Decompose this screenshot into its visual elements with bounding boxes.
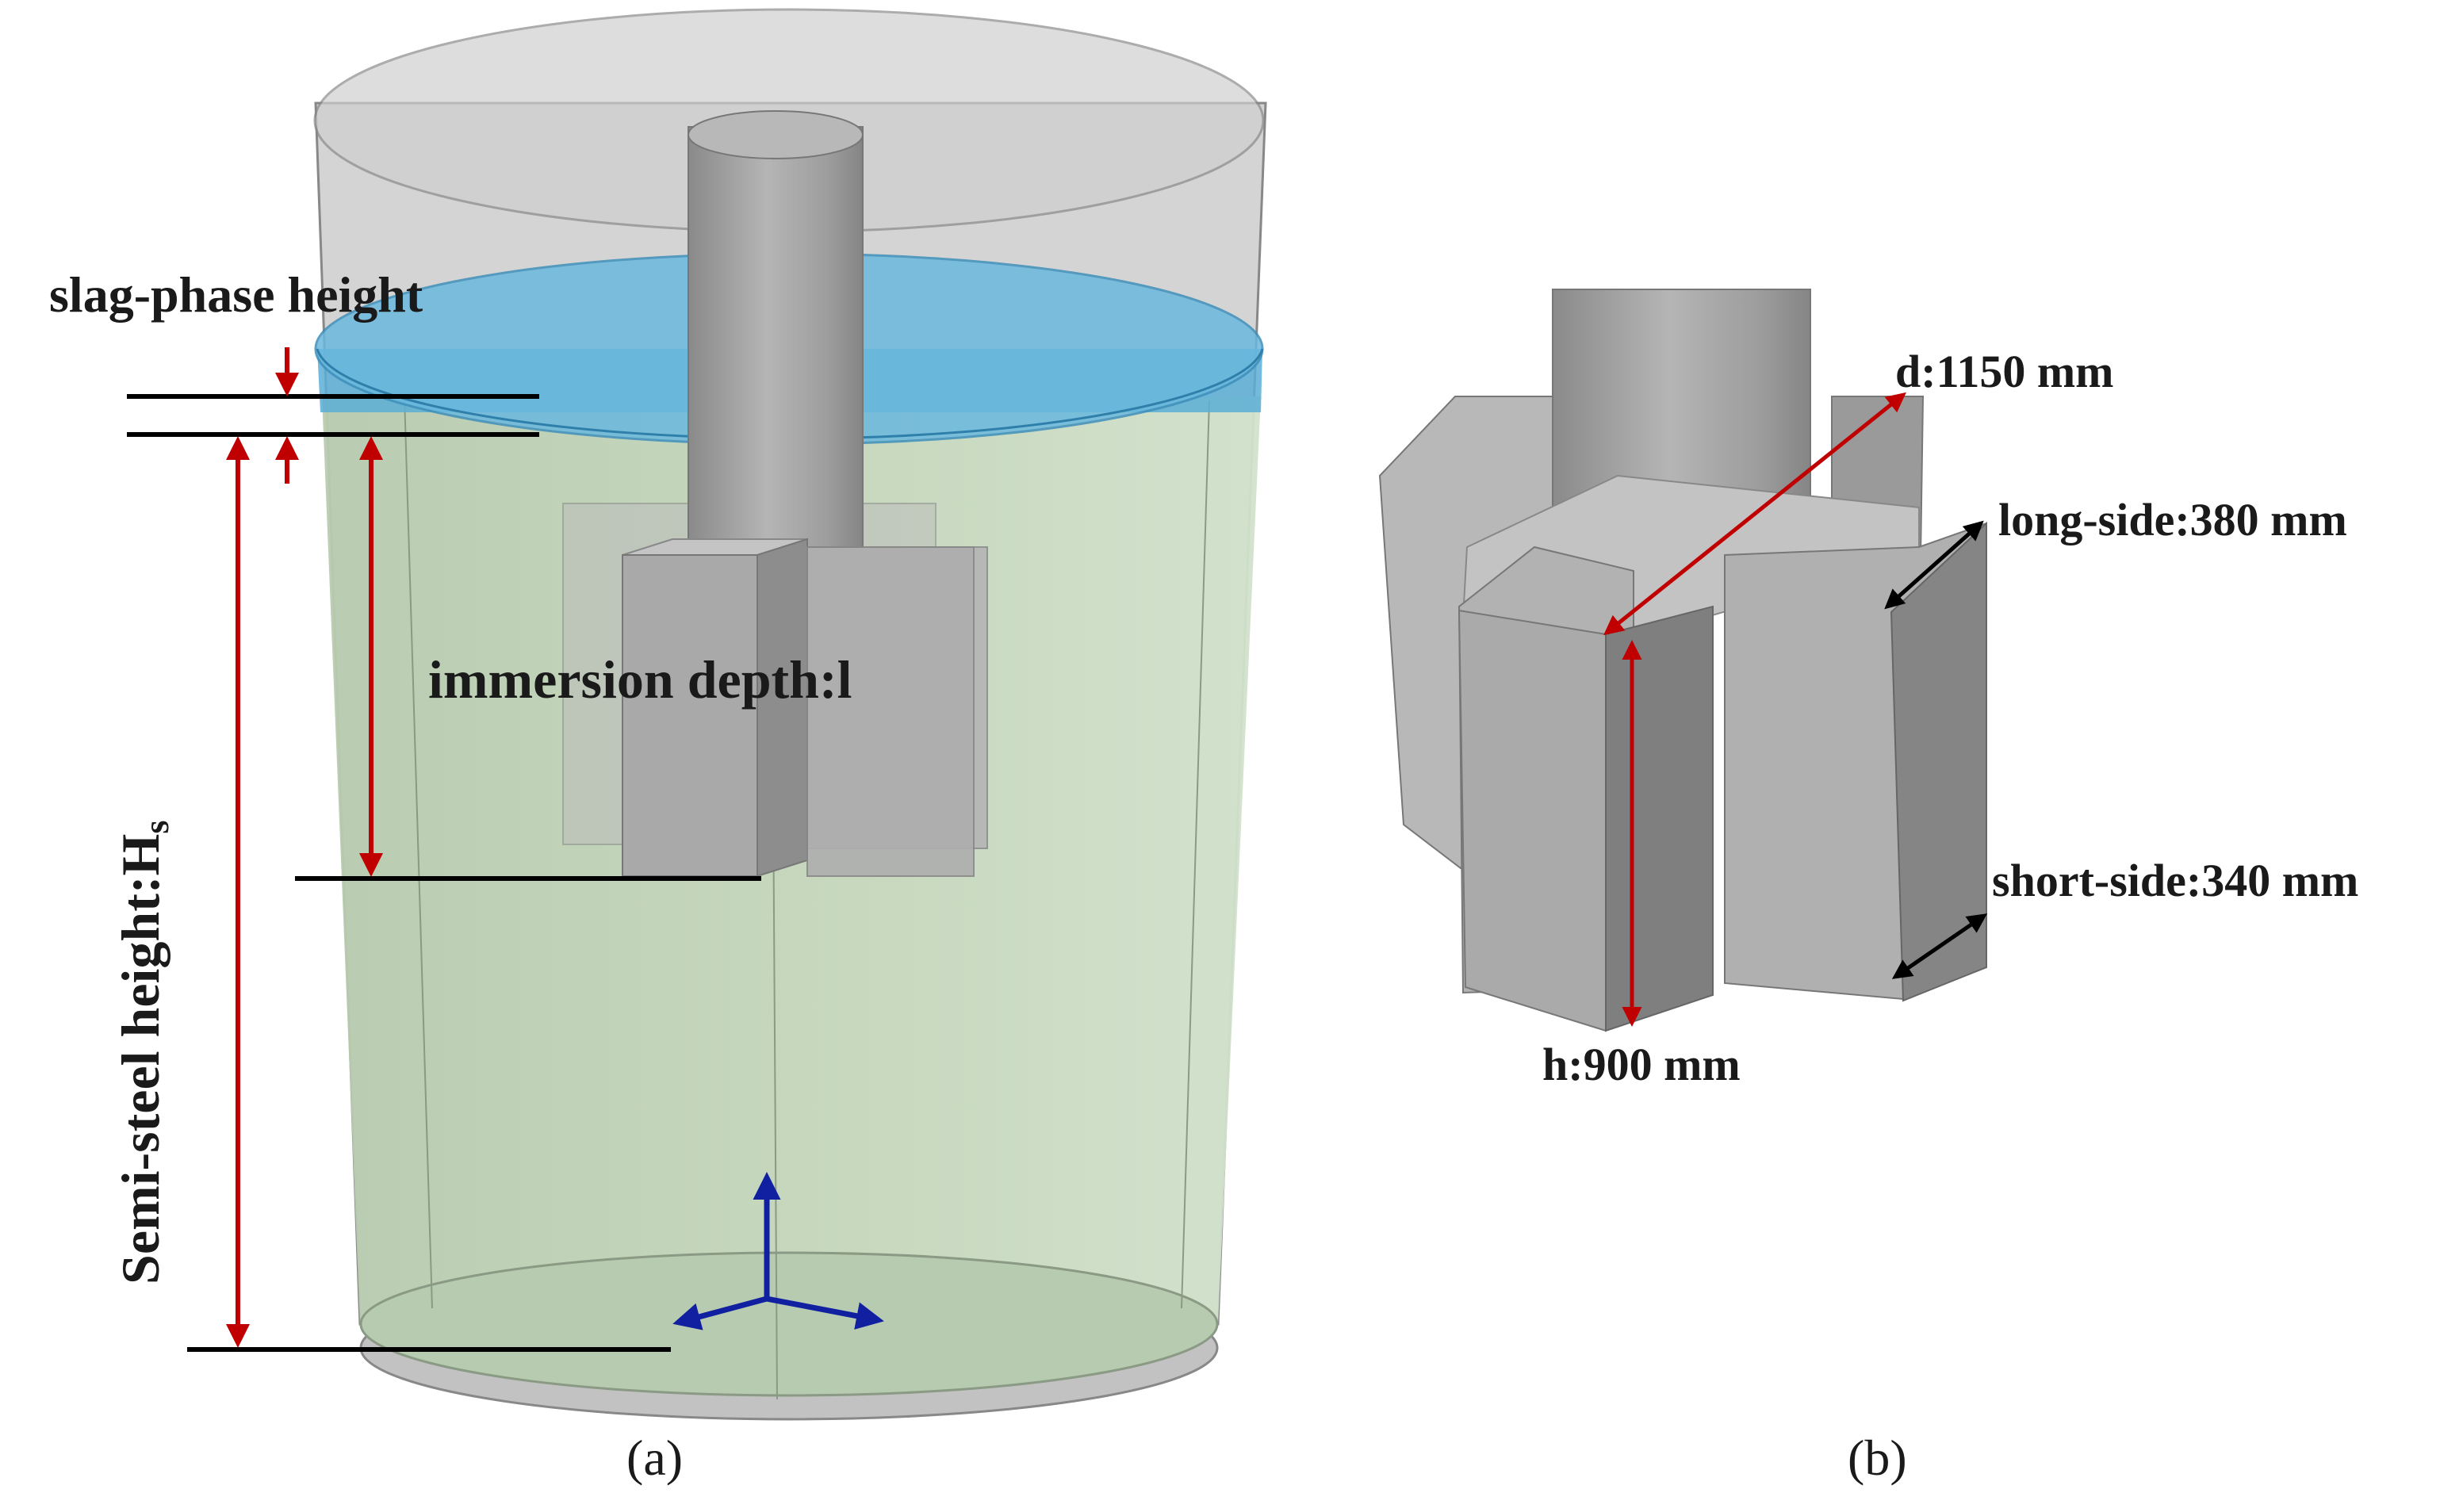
long-side-arrow	[1884, 520, 1984, 610]
slag-phase-height-label: slag-phase height	[49, 266, 423, 323]
coordinate-axes	[672, 1172, 884, 1330]
semi-steel-bottom-surface	[359, 1251, 1219, 1397]
panel-a: slag-phase height immersion depth:l Semi…	[49, 8, 1267, 1486]
axis-y	[766, 1296, 884, 1330]
h-label: h:900 mm	[1542, 1039, 1741, 1090]
immersion-depth-label: immersion depth:l	[428, 649, 852, 710]
caption-a: (a)	[626, 1430, 683, 1486]
steel-edge-line	[1181, 400, 1210, 1309]
d-arrow	[1603, 392, 1906, 636]
front-blade-face	[1457, 609, 1607, 1032]
short-side-arrow	[1891, 913, 1988, 979]
stirrer-a	[562, 110, 988, 878]
panel-b: d:1150 mm long-side:380 mm short-side:34…	[1378, 289, 2358, 1486]
stirrer-shaft	[688, 126, 864, 548]
long-side-label: long-side:380 mm	[1998, 494, 2347, 545]
semi-steel-height-label: Semi-steel height:Hs	[110, 820, 176, 1284]
caption-b: (b)	[1848, 1430, 1907, 1486]
short-side-label: short-side:340 mm	[1992, 855, 2358, 906]
steel-edge-line	[404, 396, 433, 1309]
d-label: d:1150 mm	[1895, 346, 2114, 397]
paddle-front-face	[622, 554, 758, 877]
axis-x	[672, 1296, 768, 1330]
